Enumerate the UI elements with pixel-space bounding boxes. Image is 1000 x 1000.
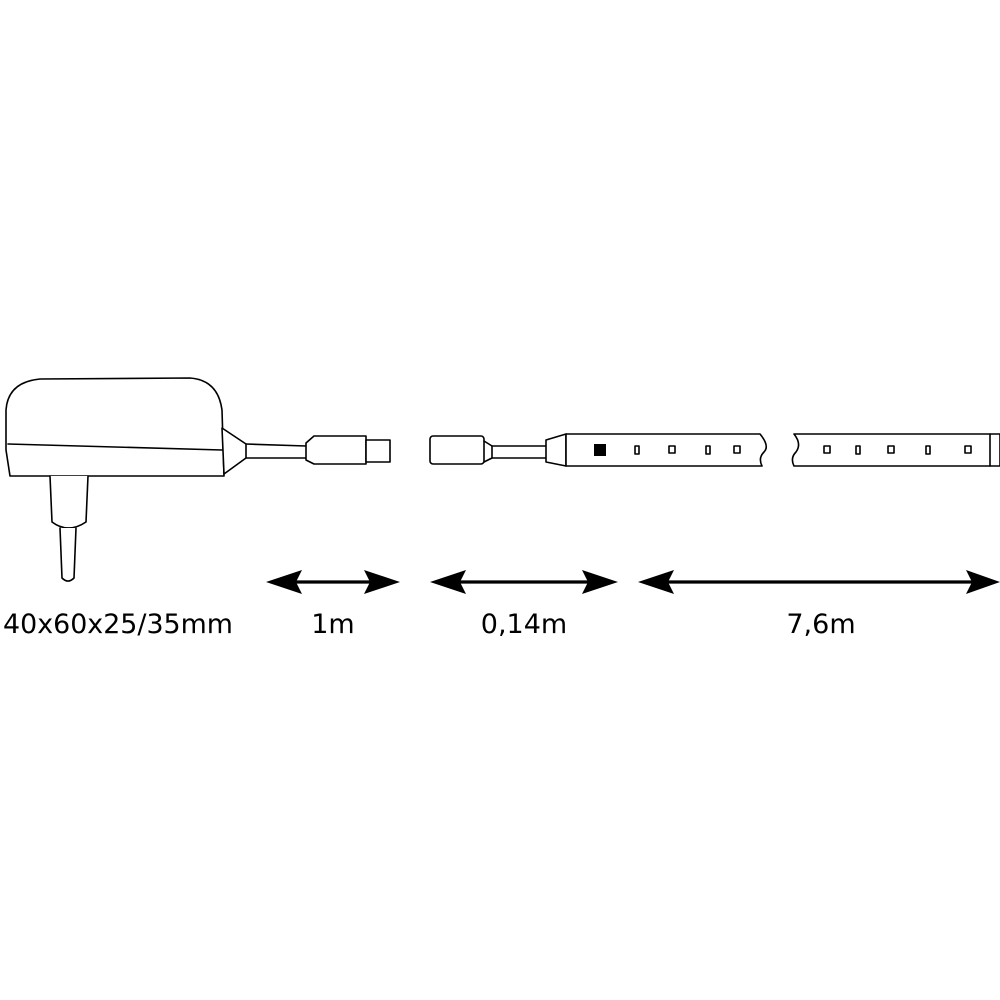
adapter-plug-pin (59, 527, 77, 582)
adapter-strain-relief (221, 427, 247, 475)
strip-module-marker (594, 444, 606, 456)
led-chip (634, 445, 640, 455)
connector-length-label: 0,14m (481, 609, 567, 640)
led-chip (823, 445, 831, 454)
led-chip (887, 445, 895, 454)
strip-length-label: 7,6m (786, 609, 855, 640)
power-adapter (5, 377, 247, 582)
led-chip (925, 445, 931, 455)
led-chip (855, 445, 861, 455)
male-connector (305, 435, 391, 465)
led-chip (964, 445, 972, 454)
dimension-arrow-cable (266, 570, 400, 594)
led-chip (705, 445, 711, 455)
adapter-seam (7, 443, 223, 451)
adapter-dimensions-label: 40x60x25/35mm (3, 609, 233, 640)
adapter-cable (245, 443, 307, 459)
led-chip (733, 445, 741, 454)
led-strip-segment-1 (565, 433, 768, 467)
led-strip-segment-2 (791, 433, 1000, 467)
adapter-housing (5, 377, 225, 477)
adapter-plug-base (49, 475, 89, 529)
dimension-arrow-connector (430, 570, 618, 594)
led-chip (668, 445, 676, 454)
female-connector (429, 435, 493, 465)
strip-lead-cable (491, 433, 567, 467)
dimension-arrow-strip (638, 570, 1000, 594)
cable-length-label: 1m (311, 609, 354, 640)
